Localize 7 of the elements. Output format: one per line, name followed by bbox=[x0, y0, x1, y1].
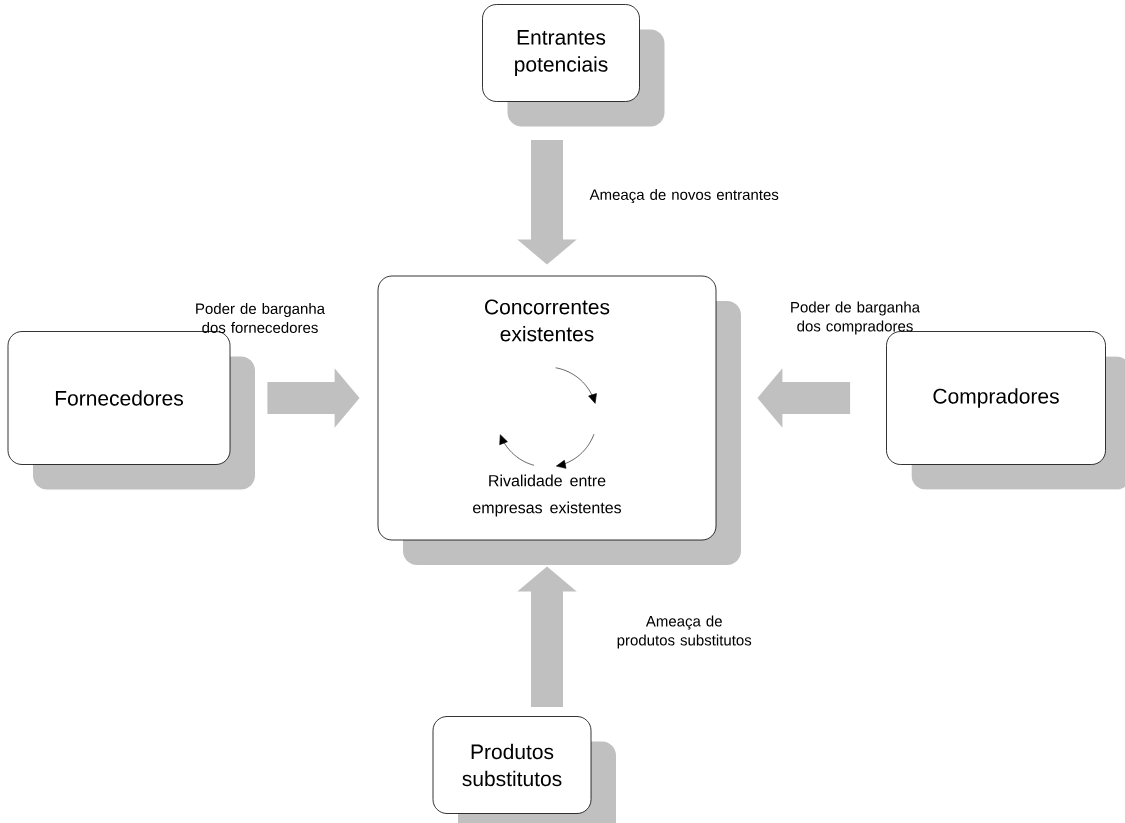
edge-label: Ameaça de novos entrantes bbox=[589, 189, 779, 204]
rounded-box: Concorrentes existentes Rivalidade entre empresas existentes bbox=[377, 275, 741, 565]
rounded-box: Compradores bbox=[886, 331, 1125, 490]
edge-label: Ameaça de produtos substitutos bbox=[617, 615, 752, 649]
rounded-box: Produtos substitutos bbox=[432, 716, 616, 823]
edge-label: Poder de barganha dos fornecedores bbox=[196, 303, 325, 333]
rounded-box: Entrantes potenciais bbox=[482, 4, 665, 127]
